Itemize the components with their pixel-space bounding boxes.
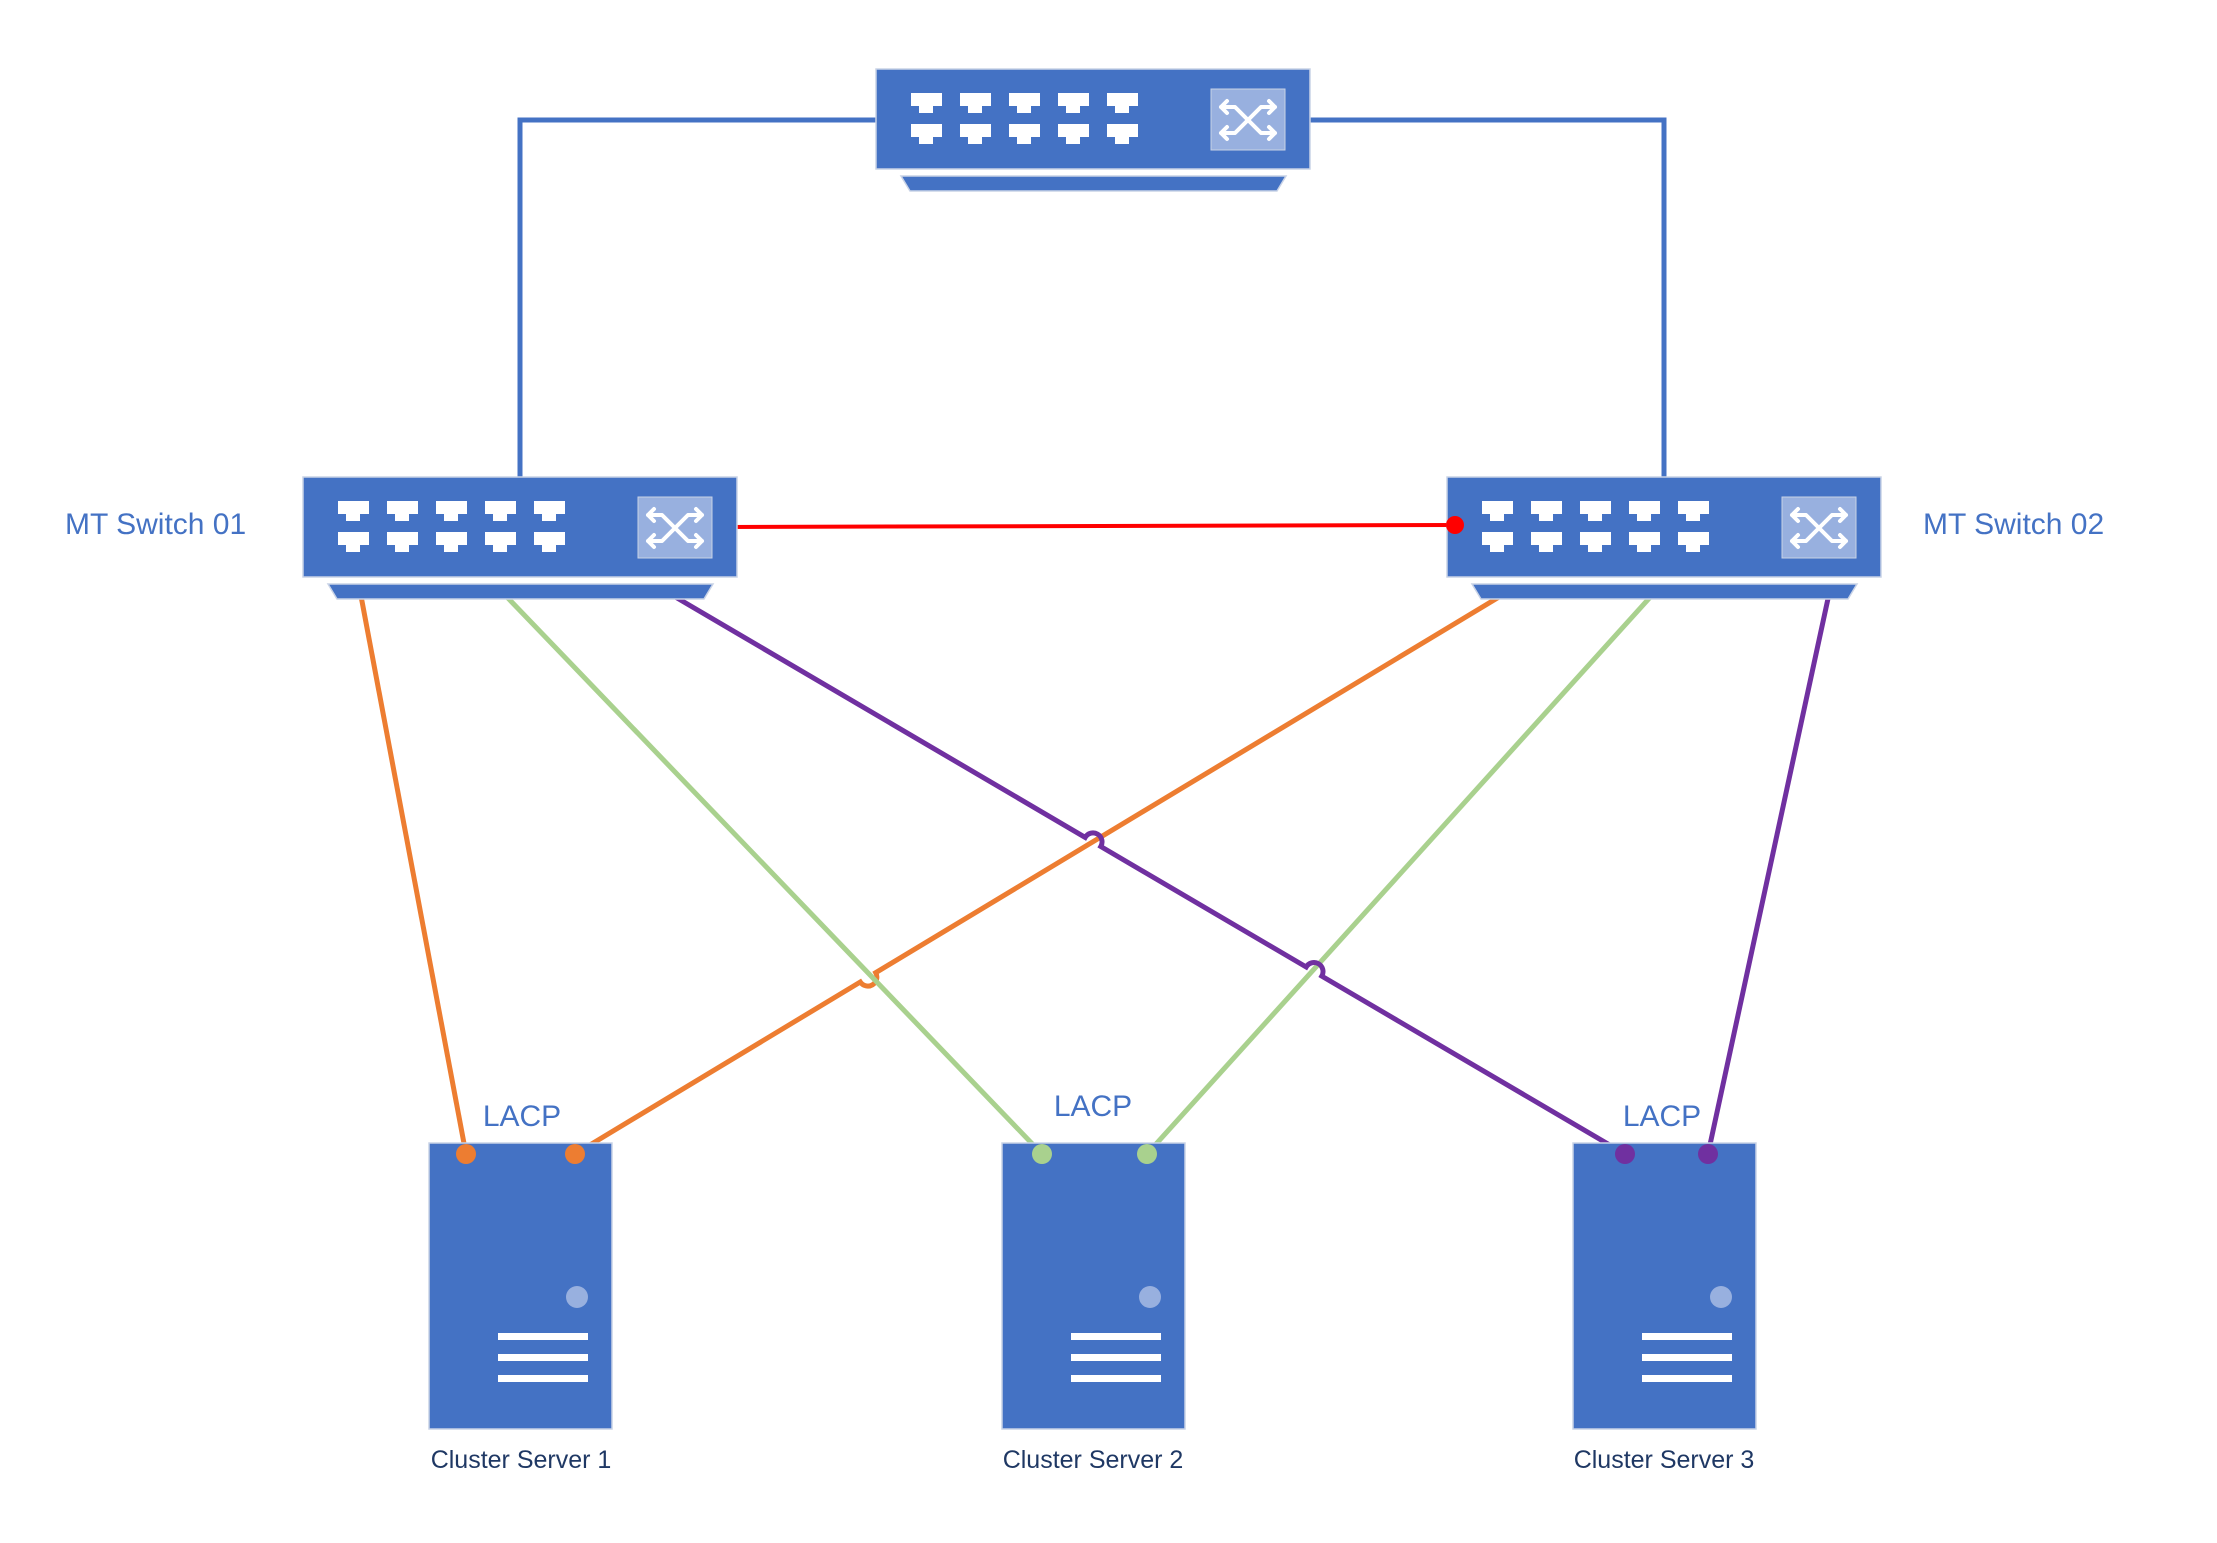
server-1-lacp-label: LACP bbox=[483, 1100, 561, 1133]
link-switch01-server1 bbox=[358, 595, 469, 1155]
ethernet-port-icon bbox=[1107, 93, 1138, 113]
server-3-chassis bbox=[1572, 1142, 1757, 1430]
server3-port-dot-b bbox=[1698, 1144, 1718, 1164]
server-2-chassis bbox=[1001, 1142, 1186, 1430]
server-3-lacp-label: LACP bbox=[1623, 1100, 1701, 1133]
switch-crossover-arrows-icon bbox=[1210, 88, 1286, 151]
server1-port-dot-a bbox=[456, 1144, 476, 1164]
ethernet-port-icon bbox=[1009, 124, 1040, 144]
core-switch-ports bbox=[911, 93, 1138, 144]
ethernet-port-icon bbox=[436, 532, 467, 552]
switch-01-ports bbox=[338, 501, 565, 552]
drive-slot-3 bbox=[1071, 1375, 1161, 1382]
switch-crossover-arrows-icon bbox=[1781, 496, 1857, 559]
interlink-line bbox=[726, 523, 1456, 529]
switch-02-ports bbox=[1482, 501, 1709, 552]
crossover-arrows bbox=[1219, 99, 1277, 141]
ethernet-port-icon bbox=[1482, 532, 1513, 552]
link-switch02-server2 bbox=[1145, 592, 1655, 1156]
ethernet-port-icon bbox=[1058, 93, 1089, 113]
interlink-endpoint-dot bbox=[1446, 516, 1464, 534]
ethernet-port-icon bbox=[1678, 501, 1709, 521]
server-1-chassis bbox=[428, 1142, 613, 1430]
ethernet-port-icon bbox=[911, 124, 942, 144]
switch-02[interactable] bbox=[1446, 476, 1882, 600]
crossover-arrows bbox=[1790, 507, 1848, 549]
power-led-icon bbox=[1139, 1286, 1161, 1308]
ethernet-port-icon bbox=[1678, 532, 1709, 552]
server-2-label: Cluster Server 2 bbox=[1003, 1446, 1184, 1474]
server-1[interactable] bbox=[428, 1142, 613, 1430]
switch-02-label: MT Switch 02 bbox=[1923, 508, 2104, 541]
server3-port-dot-a bbox=[1615, 1144, 1635, 1164]
drive-slot-2 bbox=[498, 1354, 588, 1361]
core-switch-base bbox=[899, 175, 1288, 192]
ethernet-port-icon bbox=[1580, 532, 1611, 552]
links-layer bbox=[358, 117, 1832, 1157]
server-3-label: Cluster Server 3 bbox=[1574, 1446, 1755, 1474]
uplink-line-switch-01 bbox=[517, 117, 876, 477]
drive-slot-3 bbox=[1642, 1375, 1732, 1382]
ethernet-port-icon bbox=[1531, 501, 1562, 521]
ethernet-port-icon bbox=[485, 501, 516, 521]
ethernet-port-icon bbox=[338, 532, 369, 552]
drive-slot-1 bbox=[498, 1333, 588, 1340]
ethernet-port-icon bbox=[1009, 93, 1040, 113]
ethernet-port-icon bbox=[338, 501, 369, 521]
ethernet-port-icon bbox=[485, 532, 516, 552]
power-led-icon bbox=[1710, 1286, 1732, 1308]
uplink-line-switch-02 bbox=[1308, 117, 1667, 477]
ethernet-port-icon bbox=[387, 501, 418, 521]
lacp-endpoint-dots bbox=[456, 1144, 1718, 1164]
server-2[interactable] bbox=[1001, 1142, 1186, 1430]
server-1-label: Cluster Server 1 bbox=[431, 1446, 612, 1474]
link-switch02-server1 bbox=[573, 594, 1501, 1157]
server-3[interactable] bbox=[1572, 1142, 1757, 1430]
ethernet-port-icon bbox=[387, 532, 418, 552]
switch-02-base bbox=[1470, 583, 1859, 600]
ethernet-port-icon bbox=[911, 93, 942, 113]
ethernet-port-icon bbox=[1629, 501, 1660, 521]
ethernet-port-icon bbox=[960, 93, 991, 113]
switch-01-base bbox=[326, 583, 715, 600]
server2-port-dot-a bbox=[1032, 1144, 1052, 1164]
drive-slot-2 bbox=[1071, 1354, 1161, 1361]
server-2-lacp-label: LACP bbox=[1054, 1090, 1132, 1123]
drive-slot-2 bbox=[1642, 1354, 1732, 1361]
drive-slot-1 bbox=[1071, 1333, 1161, 1340]
ethernet-port-icon bbox=[1482, 501, 1513, 521]
server1-port-dot-b bbox=[565, 1144, 585, 1164]
ethernet-port-icon bbox=[1531, 532, 1562, 552]
switch-01-label: MT Switch 01 bbox=[65, 508, 246, 541]
link-switch02-server3 bbox=[1705, 593, 1832, 1155]
link-switch01-server3 bbox=[670, 592, 1627, 1157]
switch-01[interactable] bbox=[302, 476, 738, 600]
ethernet-port-icon bbox=[436, 501, 467, 521]
crossover-arrows bbox=[646, 507, 704, 549]
power-led-icon bbox=[566, 1286, 588, 1308]
ethernet-port-icon bbox=[1629, 532, 1660, 552]
ethernet-port-icon bbox=[960, 124, 991, 144]
core-switch[interactable] bbox=[875, 68, 1311, 192]
ethernet-port-icon bbox=[534, 501, 565, 521]
server2-port-dot-b bbox=[1137, 1144, 1157, 1164]
link-switch01-server2 bbox=[504, 594, 1044, 1156]
drive-slot-1 bbox=[1642, 1333, 1732, 1340]
ethernet-port-icon bbox=[1107, 124, 1138, 144]
ethernet-port-icon bbox=[1580, 501, 1611, 521]
ethernet-port-icon bbox=[1058, 124, 1089, 144]
switch-crossover-arrows-icon bbox=[637, 496, 713, 559]
ethernet-port-icon bbox=[534, 532, 565, 552]
drive-slot-3 bbox=[498, 1375, 588, 1382]
